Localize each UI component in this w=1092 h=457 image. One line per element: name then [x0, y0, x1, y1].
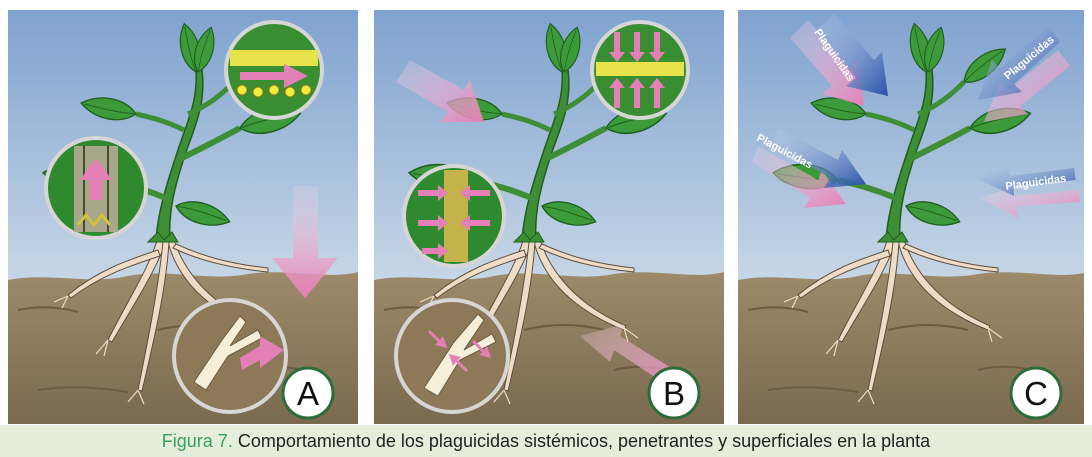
- panel-b: B: [374, 10, 724, 424]
- panel-c-badge: C: [1009, 366, 1063, 420]
- panel-b-letter: B: [663, 375, 685, 412]
- panel-a-badge: A: [281, 366, 335, 420]
- panel-a: A: [8, 10, 358, 424]
- root-magnifier: [394, 298, 510, 414]
- panel-a-illustration: A: [8, 10, 358, 424]
- panel-c-letter: C: [1024, 375, 1048, 412]
- surface-arrow-mid-left: Plaguicidas: [752, 128, 866, 208]
- root-magnifier: [172, 298, 288, 414]
- panel-c: Plaguicidas Plaguicidas Plaguicidas Plag…: [738, 10, 1084, 424]
- pink-arrow-diagonal: [396, 60, 484, 122]
- stem-vessel-magnifier: [402, 164, 506, 268]
- leaf-cell-magnifier: [224, 20, 324, 120]
- leaf-cell-magnifier: [590, 20, 690, 120]
- panel-b-illustration: B: [374, 10, 724, 424]
- panel-a-letter: A: [297, 375, 319, 412]
- figure-caption: Figura 7. Comportamiento de los plaguici…: [0, 425, 1092, 457]
- panel-c-illustration: Plaguicidas Plaguicidas Plaguicidas Plag…: [738, 10, 1084, 424]
- surface-arrow-mid-right: Plaguicidas: [976, 164, 1080, 218]
- figure-label: Figura 7.: [161, 430, 233, 451]
- pink-arrow-down: [272, 186, 338, 298]
- caption-text: Comportamiento de los plaguicidas sistém…: [237, 430, 931, 451]
- panel-b-badge: B: [647, 366, 701, 420]
- stem-vessel-magnifier: [44, 136, 148, 240]
